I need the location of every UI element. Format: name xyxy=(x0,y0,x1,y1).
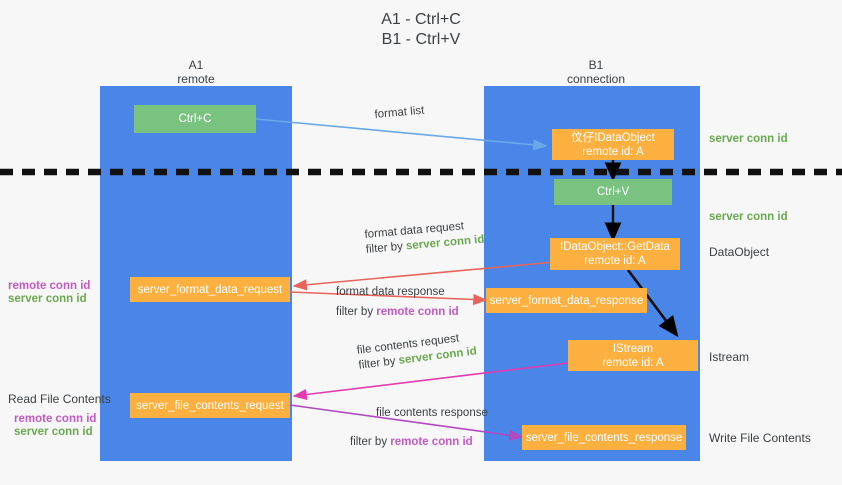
page-title: A1 - Ctrl+C B1 - Ctrl+V xyxy=(381,11,461,48)
label-read-file-contents: Read File Contents xyxy=(8,392,111,406)
label-remote-conn-id-left-1: remote conn id xyxy=(8,280,91,292)
flow-label-fdres-filter-value: remote conn id xyxy=(376,306,459,318)
box-server-format-data-response[interactable]: server_format_data_response xyxy=(486,288,647,313)
label-server-conn-id-left-2: server conn id xyxy=(14,426,93,438)
column-header-b1-name: B1 xyxy=(588,58,604,72)
flow-label-format-data-response: format data response xyxy=(336,286,445,298)
label-dataobject: DataObject xyxy=(709,245,770,259)
flow-label-format-list: format list xyxy=(374,104,425,121)
box-server-file-contents-request[interactable]: server_file_contents_request xyxy=(130,393,290,418)
box-ctrl-v[interactable]: Ctrl+V xyxy=(554,179,672,205)
column-header-a1-name: A1 xyxy=(188,58,204,72)
label-write-file-contents: Write File Contents xyxy=(709,431,811,445)
flow-label-file-contents-response: file contents response xyxy=(376,407,488,419)
flow-label-fdres-filter-prefix: filter by xyxy=(336,306,377,318)
box-server-format-data-request[interactable]: server_format_data_request xyxy=(130,277,290,302)
label-server-conn-id-left-1: server conn id xyxy=(8,293,87,305)
column-header-a1-sub: remote xyxy=(177,72,215,86)
label-remote-conn-id-left-2: remote conn id xyxy=(14,413,97,425)
label-server-conn-id-right-1: server conn id xyxy=(709,133,788,145)
flow-label-fcreq-filter-prefix: filter by xyxy=(357,354,400,372)
label-istream: Istream xyxy=(709,350,750,364)
flow-label-fcres-filter-value: remote conn id xyxy=(390,436,473,448)
label-server-conn-id-right-2: server conn id xyxy=(709,211,788,223)
column-header-a1: A1 remote xyxy=(140,58,252,86)
box-ctrl-c[interactable]: Ctrl+C xyxy=(134,105,256,133)
box-idataobject-getdata[interactable]: IDataObject::GetData remote id: A xyxy=(550,238,680,270)
box-istream[interactable]: IStream remote id: A xyxy=(568,340,698,371)
box-server-file-contents-response[interactable]: server_file_contents_response xyxy=(522,425,686,450)
flow-label-fcres-filter-prefix: filter by xyxy=(350,436,391,448)
column-header-b1-sub: connection xyxy=(566,72,626,86)
column-header-b1: B1 connection xyxy=(540,58,652,86)
flow-label-fdreq-filter-prefix: filter by xyxy=(365,240,407,256)
box-idataobject[interactable]: 伩仔IDataObject remote id: A xyxy=(552,129,674,160)
